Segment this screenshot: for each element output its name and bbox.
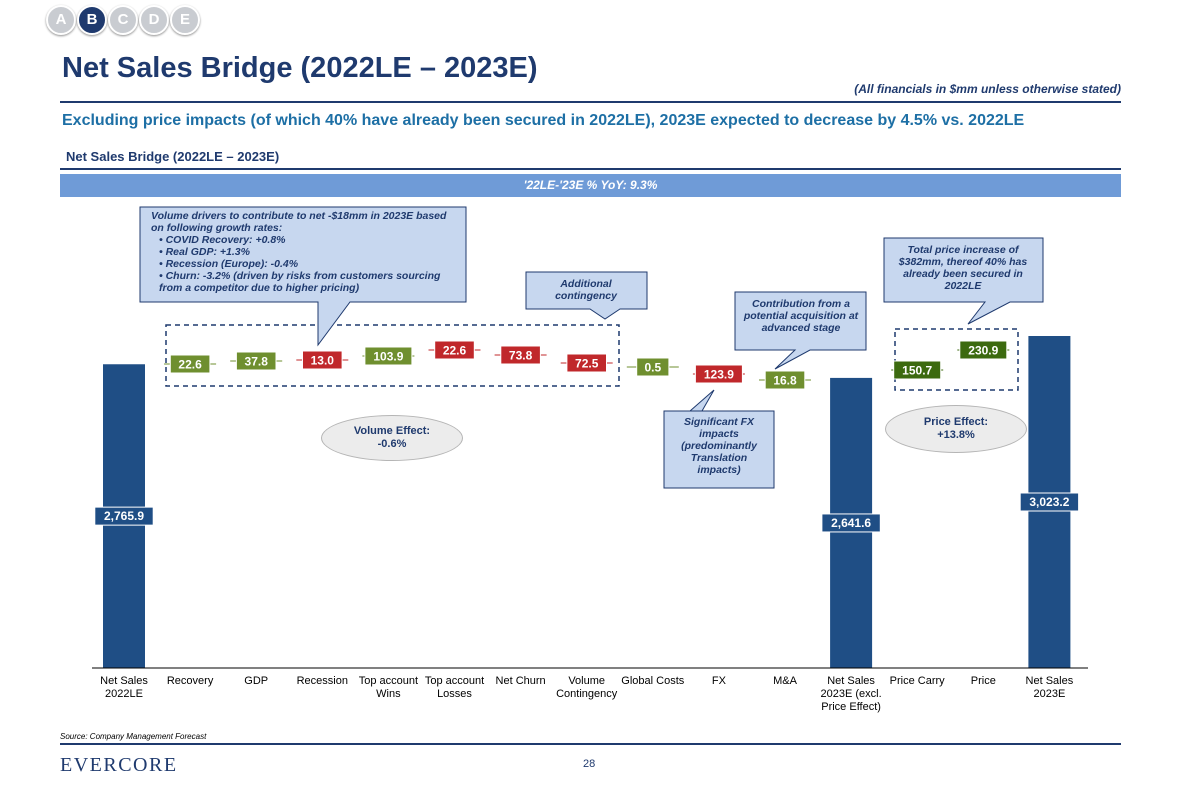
tab-c[interactable]: C: [108, 5, 138, 35]
price-group-box: [894, 328, 1019, 391]
volume-effect-label: Volume Effect:: [353, 425, 431, 437]
title-divider: [60, 101, 1121, 103]
price-callout-box: [883, 237, 1044, 325]
section-tabs: A B C D E: [46, 5, 216, 35]
volume-group-box: [165, 324, 620, 387]
ma-callout: Contribution from a potential acquisitio…: [743, 298, 859, 334]
volume-driver-item: Recession (Europe): -0.4%: [159, 258, 451, 270]
tab-a[interactable]: A: [46, 5, 76, 35]
data-label-top-account-wins: 103.9: [373, 350, 403, 364]
data-label-fx: 123.9: [704, 368, 734, 382]
chart-subtitle: Net Sales Bridge (2022LE – 2023E): [66, 149, 280, 164]
category-label-net-sales-2023e: Net Sales 2023E: [1025, 675, 1074, 700]
fx-callout: Significant FX impacts (predominantly Tr…: [681, 416, 757, 476]
tab-d[interactable]: D: [139, 5, 169, 35]
volume-drivers-title: Volume drivers to contribute to net -$18…: [151, 210, 447, 234]
price-effect-ellipse: Price Effect: +13.8%: [885, 405, 1027, 453]
bar-top-account-wins: [364, 346, 413, 366]
ma-callout-box: [734, 291, 867, 370]
bar-recession: [302, 350, 343, 370]
category-label-price: Price: [970, 675, 996, 687]
bar-fx: [694, 364, 743, 384]
tab-e[interactable]: E: [170, 5, 200, 35]
volume-drivers-list: COVID Recovery: +0.8% Real GDP: +1.3% Re…: [151, 234, 451, 294]
data-label-bg-net-sales-2022le: [94, 506, 154, 526]
data-label-m-a: 16.8: [773, 374, 797, 388]
data-label-price-carry: 150.7: [902, 364, 932, 378]
data-label-net-sales-2023e: 3,023.2: [1029, 495, 1069, 509]
category-label-top-account-losses: Top account Losses: [424, 675, 485, 700]
category-label-global-costs: Global Costs: [621, 675, 685, 687]
bar-gdp: [235, 351, 277, 371]
category-label-recovery: Recovery: [166, 675, 214, 687]
category-label-volume-contingency: Volume Contingency: [556, 675, 618, 700]
bar-recovery: [169, 354, 211, 374]
volume-effect-value: -0.6%: [377, 438, 407, 450]
category-label-m-a: M&A: [773, 675, 797, 687]
data-label-net-sales-2023e-excl-price-effect: 2,641.6: [831, 516, 871, 530]
bar-top-account-losses: [434, 340, 475, 360]
volume-driver-item: Real GDP: +1.3%: [159, 246, 451, 258]
bar-volume-contingency: [566, 353, 608, 373]
headline: Excluding price impacts (of which 40% ha…: [62, 112, 1025, 129]
bar-price-carry: [893, 360, 942, 380]
data-label-volume-contingency: 72.5: [575, 357, 599, 371]
page-title: Net Sales Bridge (2022LE – 2023E): [62, 52, 538, 84]
data-label-net-sales-2022le: 2,765.9: [104, 509, 144, 523]
page-number: 28: [583, 758, 596, 770]
volume-driver-item: Churn: -3.2% (driven by risks from custo…: [159, 270, 451, 294]
price-effect-label: Price Effect:: [923, 416, 989, 428]
data-label-top-account-losses: 22.6: [443, 344, 467, 358]
subtitle-divider: [60, 168, 1121, 170]
units-note: (All financials in $mm unless otherwise …: [854, 82, 1121, 96]
data-label-global-costs: 0.5: [644, 361, 661, 375]
footer-divider: [60, 743, 1121, 745]
price-effect-value: +13.8%: [937, 429, 975, 441]
volume-driver-item: COVID Recovery: +0.8%: [159, 234, 451, 246]
category-label-price-carry: Price Carry: [889, 675, 945, 687]
category-label-net-churn: Net Churn: [495, 675, 546, 687]
volume-drivers-callout: Volume drivers to contribute to net -$18…: [151, 210, 451, 294]
data-label-price: 230.9: [968, 344, 998, 358]
fx-callout-box: [663, 389, 775, 489]
category-label-gdp: GDP: [244, 675, 269, 687]
data-label-bg-net-sales-2023e-excl-price-effect: [821, 513, 881, 533]
category-label-recession: Recession: [296, 675, 348, 687]
price-callout: Total price increase of $382mm, thereof …: [898, 244, 1028, 292]
category-label-top-account-wins: Top account Wins: [358, 675, 419, 700]
data-label-recovery: 22.6: [178, 358, 202, 372]
data-label-recession: 13.0: [311, 354, 335, 368]
contingency-callout: Additional contingency: [555, 278, 617, 302]
volume-effect-ellipse: Volume Effect: -0.6%: [321, 415, 463, 461]
category-label-fx: FX: [711, 675, 726, 687]
bar-m-a: [764, 370, 806, 390]
evercore-logo: EVERCORE: [60, 754, 178, 776]
category-label-net-sales-2022le: Net Sales 2022LE: [100, 675, 148, 700]
bar-global-costs: [636, 357, 670, 377]
category-label-net-sales-2023e-excl-price-effect: Net Sales 2023E (excl. Price Effect): [820, 675, 882, 713]
source-note: Source: Company Management Forecast: [60, 732, 207, 741]
contingency-callout-box: [525, 271, 648, 320]
data-label-bg-net-sales-2023e: [1019, 492, 1080, 512]
data-label-net-churn: 73.8: [509, 349, 533, 363]
bar-price: [959, 340, 1008, 360]
bar-net-churn: [500, 345, 541, 365]
yoy-banner: '22LE-'23E % YoY: 9.3%: [60, 174, 1121, 197]
tab-b[interactable]: B: [77, 5, 107, 35]
data-label-gdp: 37.8: [245, 355, 269, 369]
